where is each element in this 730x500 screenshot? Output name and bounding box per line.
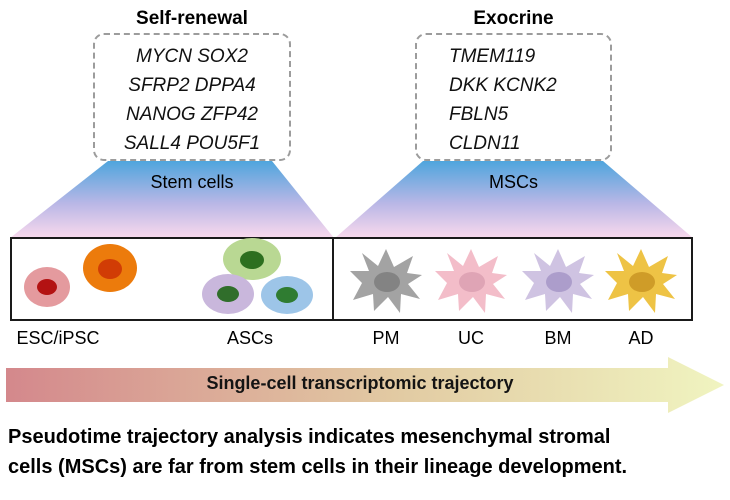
self-renewal-header: Self-renewal	[136, 8, 248, 29]
ascs-label: ASCs	[226, 328, 273, 348]
cell-asc-purple	[202, 274, 254, 314]
esc-ipsc-label: ESC/iPSC	[16, 328, 100, 348]
cell-asc-blue	[261, 276, 313, 314]
funnel-right	[335, 161, 693, 238]
funnel-left-shape	[10, 161, 334, 238]
ad-label: AD	[628, 328, 654, 348]
cell-msc-uc-nucleus	[459, 272, 485, 292]
funnel-right-shape	[335, 161, 693, 238]
bm-label: BM	[544, 328, 572, 348]
trajectory-arrow-label: Single-cell transcriptomic trajectory	[206, 373, 514, 393]
cell-asc-purple-nucleus	[217, 286, 239, 302]
mscs-label: MSCs	[489, 172, 538, 192]
gene-line: CLDN11	[449, 133, 521, 154]
gene-line: TMEM119	[449, 46, 536, 67]
cell-asc-green-nucleus	[240, 251, 264, 269]
cell-asc-blue-nucleus	[276, 287, 298, 303]
gene-line: SALL4 POU5F1	[123, 133, 261, 154]
pm-label: PM	[372, 328, 400, 348]
gene-line: MYCN SOX2	[136, 46, 248, 67]
cell-msc-pm	[350, 249, 422, 313]
caption-line-1: Pseudotime trajectory analysis indicates…	[8, 426, 611, 448]
gene-line: NANOG ZFP42	[126, 104, 258, 125]
exocrine-header: Exocrine	[473, 8, 554, 29]
gene-line: SFRP2 DPPA4	[128, 75, 256, 96]
gene-line: DKK KCNK2	[449, 75, 557, 96]
gene-box-exocrine: TMEM119 DKK KCNK2 FBLN5 CLDN11	[415, 33, 612, 161]
trajectory-arrow-shape	[6, 357, 724, 413]
cell-msc-bm	[522, 249, 594, 313]
cell-esc-2	[83, 244, 137, 292]
gene-box-self-renewal: MYCN SOX2 SFRP2 DPPA4 NANOG ZFP42 SALL4 …	[93, 33, 291, 161]
stem-cells-label: Stem cells	[150, 172, 234, 192]
cell-msc-uc	[435, 249, 507, 313]
cell-esc-2-nucleus	[98, 259, 122, 279]
cell-esc-1-nucleus	[37, 279, 57, 295]
cell-illustrations	[24, 238, 677, 314]
caption-line-2: cells (MSCs) are far from stem cells in …	[8, 456, 628, 478]
gene-line: FBLN5	[449, 104, 509, 125]
uc-label: UC	[458, 328, 484, 348]
funnel-left	[10, 161, 334, 238]
cell-esc-1	[24, 267, 70, 307]
msc-band-box	[332, 237, 693, 321]
cell-msc-ad	[605, 249, 677, 313]
cell-asc-green	[223, 238, 281, 280]
cell-msc-pm-nucleus	[374, 272, 400, 292]
trajectory-arrow	[6, 357, 724, 413]
cell-msc-ad-nucleus	[629, 272, 655, 292]
cell-msc-bm-nucleus	[546, 272, 572, 292]
